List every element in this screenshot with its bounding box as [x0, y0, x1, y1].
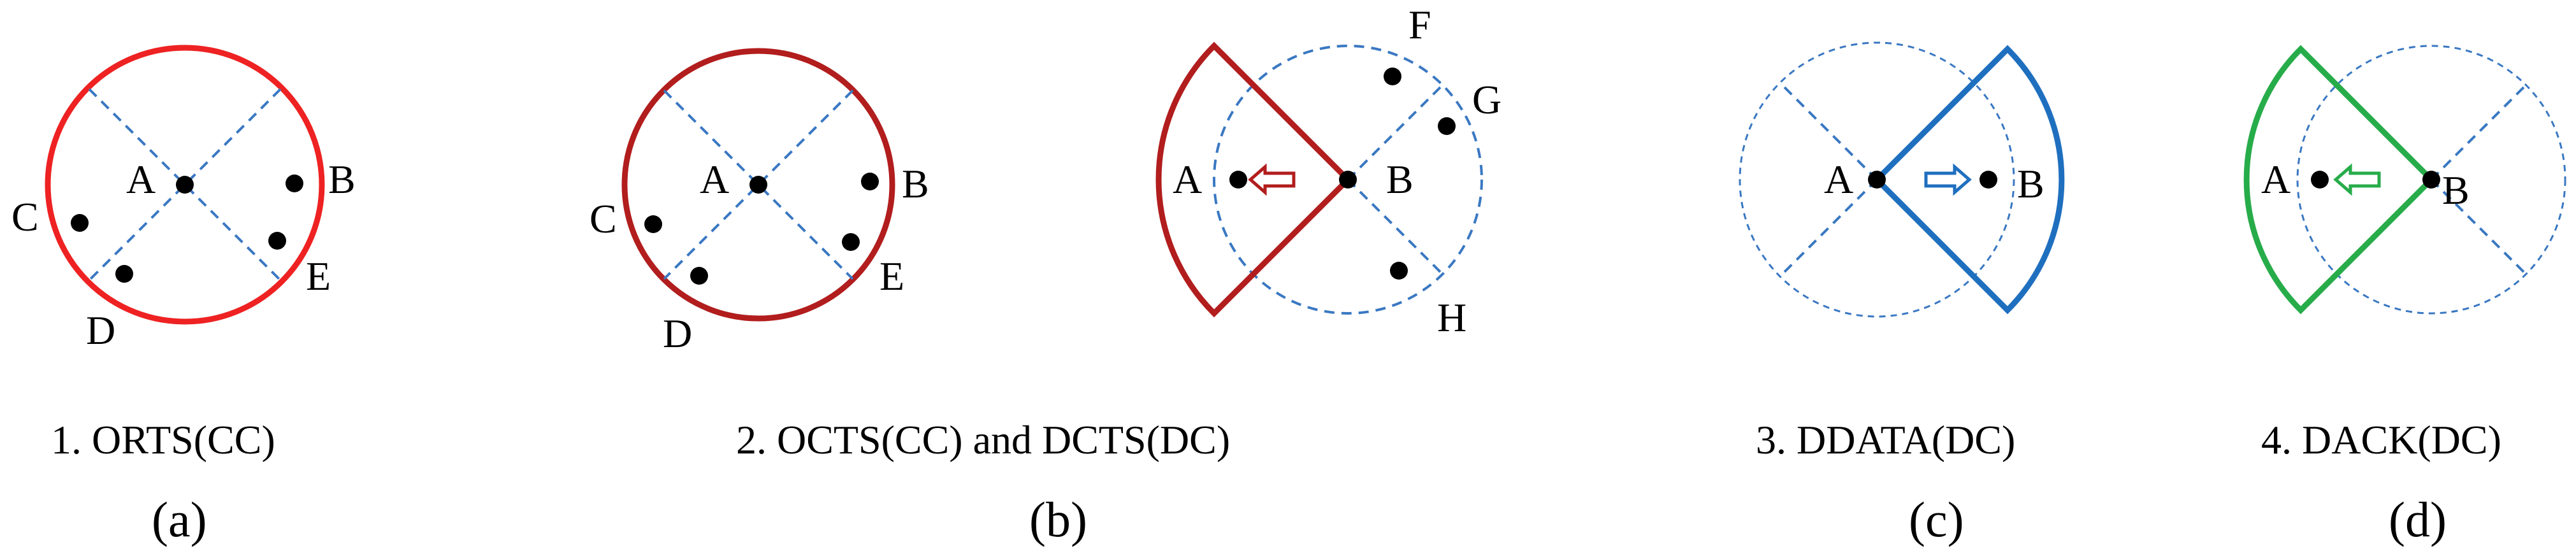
panel-b-label: (b) [1029, 492, 1087, 547]
panel-b-dash-se [1347, 178, 1444, 275]
panel-b-node-B [861, 173, 879, 190]
panel-b2-label-G: G [1472, 77, 1501, 122]
panel-b-label-C: C [590, 196, 617, 241]
panel-a-label-D: D [86, 308, 115, 353]
panel-b-dash-ne [1347, 84, 1444, 181]
panel-b-cts-sector [1155, 41, 1352, 318]
panel-b2-node-A [1229, 171, 1247, 189]
panel-b-range-circle [621, 48, 895, 322]
panel-c-dash-nw [1779, 82, 1878, 181]
panel-b-label-D: D [663, 311, 692, 356]
panel-a-node-E [268, 232, 286, 250]
panel-c-label-A: A [1824, 157, 1853, 202]
panel-b2-label-H: H [1437, 295, 1466, 340]
panel-d-label-B: B [2442, 168, 2470, 213]
panel-a-node-B [286, 175, 303, 192]
panel-b2-node-F [1384, 68, 1401, 85]
panel-c-caption: 3. DDATA(DC) [1756, 417, 2015, 462]
panel-b2-label-B: B [1386, 157, 1414, 202]
panel-b-right: A B F G H 2. OCTS(CC) and DCTS(DC) (b) [736, 2, 1501, 547]
panel-d-dash-ne [2430, 84, 2527, 181]
panel-a-label-A: A [126, 157, 156, 202]
panel-d-node-B [2422, 171, 2440, 189]
panel-c-label: (c) [1909, 492, 1964, 547]
panel-c: A B 3. DDATA(DC) (c) [1739, 41, 2065, 547]
panel-b2-label-F: F [1408, 2, 1431, 47]
panel-b-arrow-left-icon [1248, 163, 1296, 196]
panel-b2-node-G [1438, 117, 1456, 135]
panel-b2-label-A: A [1173, 157, 1202, 202]
panel-d-dashed-circle [2296, 45, 2566, 315]
panel-a-label-C: C [11, 194, 39, 239]
panel-b-node-A [749, 176, 767, 194]
panel-a-node-A [176, 176, 194, 194]
panel-d-label: (d) [2389, 492, 2447, 547]
panel-c-label-B: B [2017, 161, 2044, 206]
panel-b-left: A B C D E [590, 48, 929, 356]
panel-a-caption: 1. ORTS(CC) [51, 417, 275, 462]
panel-c-node-A [1868, 171, 1886, 189]
panel-a-diagonal-1 [88, 88, 282, 282]
panel-b-label-A: A [700, 157, 729, 202]
panel-a-label-B: B [328, 157, 356, 202]
panel-a-label: (a) [152, 492, 207, 547]
panel-a-label-E: E [306, 253, 331, 299]
panel-d-ack-sector [2243, 45, 2436, 315]
panel-b-diagonal-2 [663, 89, 854, 280]
panel-d-arrow-left-icon [2333, 163, 2381, 196]
panel-b-dashed-circle [1213, 45, 1483, 315]
panel-a: A B C D E 1. ORTS(CC) (a) [11, 45, 356, 547]
panel-b2-node-H [1390, 262, 1408, 280]
panel-b-diagonal-1 [663, 89, 854, 280]
panel-a-node-C [71, 214, 89, 232]
panel-b-label-B: B [902, 161, 929, 206]
panel-c-data-sector [1872, 45, 2065, 315]
panel-b-node-D [690, 267, 708, 285]
panel-c-arrow-right-icon [1924, 163, 1972, 196]
panel-b-node-E [842, 233, 860, 251]
panel-a-node-D [115, 265, 133, 283]
panel-a-range-circle [45, 45, 325, 325]
panel-d-label-A: A [2261, 157, 2290, 202]
panel-b-caption: 2. OCTS(CC) and DCTS(DC) [736, 417, 1230, 462]
panel-d-caption: 4. DACK(DC) [2261, 417, 2501, 462]
panel-d-node-A [2311, 171, 2329, 189]
panel-c-node-B [1979, 171, 1997, 189]
panel-c-dashed-circle [1739, 41, 2015, 318]
panel-b2-node-B [1339, 171, 1357, 189]
panel-d-dash-se [2430, 178, 2527, 275]
panel-b-label-E: E [879, 253, 904, 299]
panel-d: A B 4. DACK(DC) (d) [2243, 45, 2566, 547]
panel-c-dash-sw [1779, 178, 1878, 278]
panel-a-diagonal-2 [88, 88, 282, 282]
panel-b-node-C [644, 215, 662, 233]
